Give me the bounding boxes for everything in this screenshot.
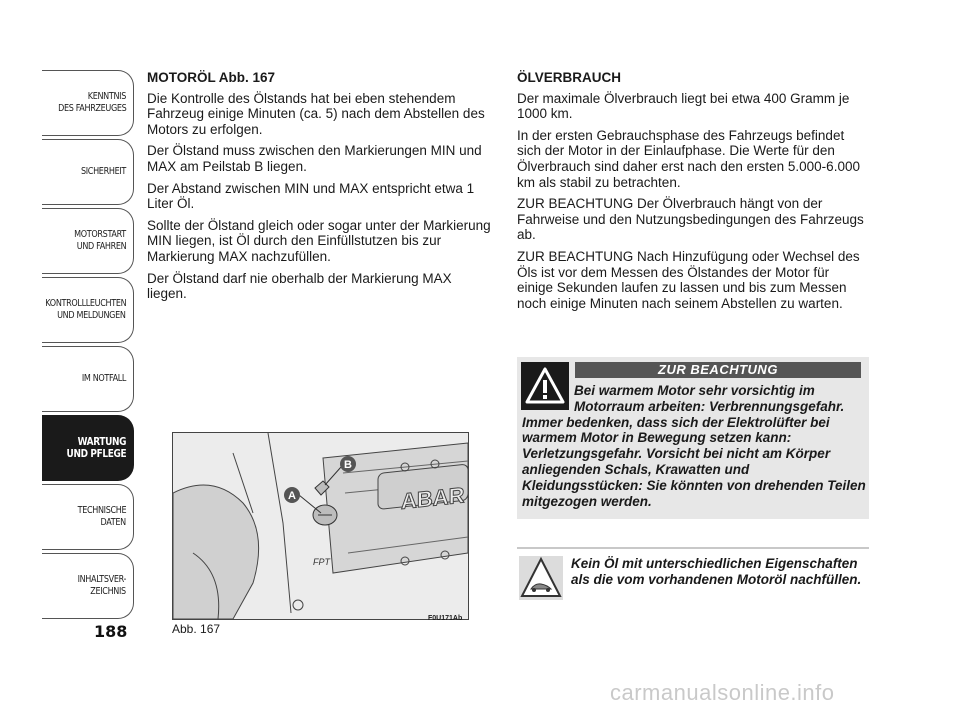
tab-label: SICHERHEIT xyxy=(80,166,126,177)
tab-sicherheit[interactable]: SICHERHEIT xyxy=(42,139,134,205)
figure-code: F0U171Ab xyxy=(428,615,463,622)
paragraph: Der Abstand zwischen MIN und MAX entspri… xyxy=(147,180,475,212)
tab-label: UND PFLEGE xyxy=(66,448,126,460)
tab-label: UND MELDUNGEN xyxy=(57,310,127,321)
warning-banner: ZUR BEACHTUNG xyxy=(575,362,861,378)
tab-label: KENNTNIS xyxy=(87,91,127,102)
tab-motorstart[interactable]: MOTORSTART UND FAHREN xyxy=(42,208,134,274)
tab-inhaltsverzeichnis[interactable]: INHALTSVER- ZEICHNIS xyxy=(42,553,134,619)
fpt-logo-text: FPT xyxy=(313,557,332,567)
tab-label: MOTORSTART xyxy=(74,229,126,240)
tab-label: ZEICHNIS xyxy=(90,586,126,597)
tab-label: KONTROLLLEUCHTEN xyxy=(44,298,126,309)
section-heading: MOTORÖL Abb. 167 xyxy=(147,70,276,85)
paragraph: Der maximale Ölverbrauch liegt bei etwa … xyxy=(517,90,850,122)
section-heading: ÖLVERBRAUCH xyxy=(517,70,621,85)
tab-kontrollleuchten[interactable]: KONTROLLLEUCHTEN UND MELDUNGEN xyxy=(42,277,134,343)
callout-a: A xyxy=(288,490,296,502)
tab-im-notfall[interactable]: IM NOTFALL xyxy=(42,346,134,412)
warning-text: Bei warmem Motor sehr vorsichtig im Moto… xyxy=(522,383,866,509)
tab-technische-daten[interactable]: TECHNISCHE DATEN xyxy=(42,484,134,550)
tab-label: IM NOTFALL xyxy=(81,373,127,384)
engine-illustration: ABAR FPT A B xyxy=(173,433,468,619)
right-column: ÖLVERBRAUCH Der maximale Ölverbrauch lie… xyxy=(517,70,867,317)
paragraph: Der Ölstand muss zwischen den Markierung… xyxy=(147,143,482,174)
paragraph: ZUR BEACHTUNG Nach Hinzufügung oder Wech… xyxy=(517,248,860,311)
tab-kenntnis[interactable]: KENNTNIS DES FAHRZEUGES xyxy=(42,70,134,136)
left-column: MOTORÖL Abb. 167 Die Kontrolle des Ölsta… xyxy=(147,70,492,308)
paragraph: Der Ölstand darf nie oberhalb der Markie… xyxy=(147,270,452,302)
warning-box: ZUR BEACHTUNG Bei warmem Motor sehr vors… xyxy=(517,357,869,519)
warning-icon xyxy=(521,362,569,410)
tab-label: INHALTSVER- xyxy=(77,574,126,585)
paragraph: ZUR BEACHTUNG Der Ölverbrauch hängt von … xyxy=(517,196,864,243)
tab-label: DATEN xyxy=(100,517,127,528)
figure-caption: Abb. 167 xyxy=(172,622,221,636)
tab-wartung[interactable]: WARTUNG UND PFLEGE xyxy=(42,415,134,481)
tab-label: DES FAHRZEUGES xyxy=(57,103,127,114)
engine-figure: ABAR FPT A B xyxy=(172,432,469,620)
paragraph: In der ersten Gebrauchsphase des Fahrzeu… xyxy=(517,127,860,190)
tab-label: TECHNISCHE xyxy=(77,505,126,516)
tab-label: WARTUNG xyxy=(77,436,126,448)
tab-label: UND FAHREN xyxy=(76,241,126,252)
callout-b: B xyxy=(344,459,352,471)
paragraph: Die Kontrolle des Ölstands hat bei eben … xyxy=(147,90,485,137)
page-number: 188 xyxy=(94,622,128,641)
environment-note: Kein Öl mit unterschiedlichen Eigenschaf… xyxy=(571,556,862,587)
watermark: carmanualsonline.info xyxy=(610,680,835,705)
environment-icon xyxy=(519,556,563,600)
divider xyxy=(517,547,869,549)
paragraph: Sollte der Ölstand gleich oder sogar unt… xyxy=(147,217,491,264)
